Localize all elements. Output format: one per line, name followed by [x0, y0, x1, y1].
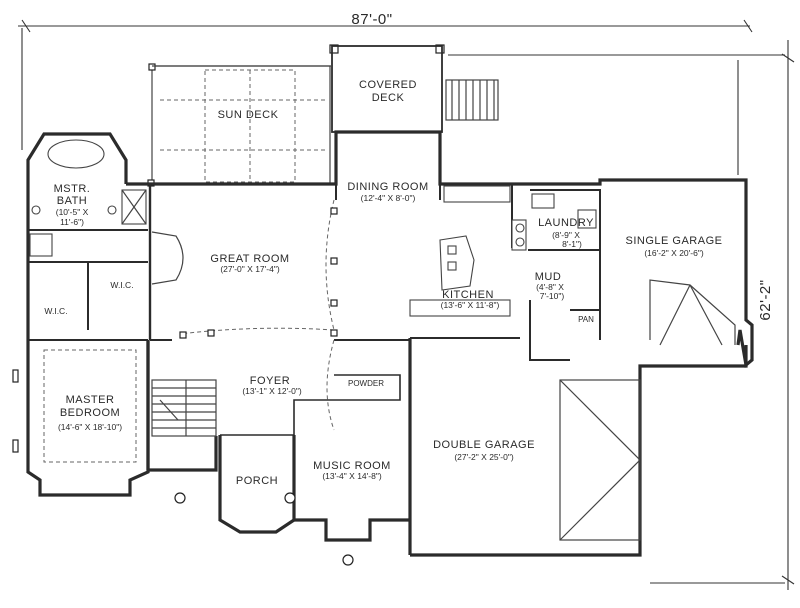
music-room-label: MUSIC ROOM: [313, 460, 391, 472]
depth-dimension-line: [448, 40, 795, 590]
master-bedroom-label-2: BEDROOM: [60, 407, 120, 419]
column-lines: [179, 199, 338, 431]
overall-depth-label: 62'-2": [757, 279, 774, 320]
pan-label: PAN: [578, 315, 594, 324]
dining-room-size: (12'-4" X 8'-0"): [361, 193, 416, 203]
great-room-size: (27'-0" X 17'-4"): [220, 264, 280, 274]
double-garage-label: DOUBLE GARAGE: [433, 439, 535, 451]
mstr-bath-size-2: 11'-6"): [60, 217, 84, 227]
wic-right-label: W.I.C.: [110, 280, 133, 290]
powder-label: POWDER: [348, 379, 384, 388]
fireplace: [151, 231, 184, 285]
master-bedroom-label-1: MASTER: [66, 394, 115, 406]
mud-label: MUD: [535, 271, 562, 283]
sun-deck-label: SUN DECK: [218, 109, 279, 121]
covered-deck-label-1: COVERED: [359, 79, 417, 91]
interior-walls: [28, 184, 601, 436]
master-bed-area: [43, 349, 137, 463]
mud-size-2: 7'-10"): [540, 291, 565, 301]
kitchen-label: KITCHEN: [442, 289, 494, 301]
mud-size-1: (4'-8" X: [536, 282, 564, 292]
foyer-label: FOYER: [250, 375, 290, 387]
mstr-bath-label-2: BATH: [57, 195, 88, 207]
exterior-walls: [26, 130, 754, 557]
mstr-bath-label-1: MSTR.: [54, 183, 91, 195]
wic-left-label: W.I.C.: [44, 306, 67, 316]
master-bath-fixtures: [29, 139, 147, 257]
porch-label: PORCH: [236, 475, 278, 487]
garage-door-outlines: [559, 279, 736, 541]
main-stairs: [151, 379, 217, 437]
single-garage-size: (16'-2" X 20'-6"): [644, 248, 704, 258]
width-dimension-line: [18, 19, 753, 150]
music-room-size: (13'-4" X 14'-8"): [322, 471, 382, 481]
double-garage-size: (27'-2" X 25'-0"): [454, 452, 514, 462]
kitchen-size: (13'-6" X 11'-8"): [441, 300, 500, 310]
deck-stairs: [445, 79, 499, 121]
covered-deck-label-2: DECK: [372, 92, 405, 104]
laundry-size-1: (8'-9" X: [552, 230, 580, 240]
single-garage-label: SINGLE GARAGE: [626, 235, 723, 247]
foyer-size: (13'-1" X 12'-0"): [242, 386, 302, 396]
great-room-label: GREAT ROOM: [210, 253, 289, 265]
kitchen-fixtures: [409, 185, 527, 317]
master-bedroom-size: (14'-6" X 18'-10"): [58, 422, 122, 432]
overall-width-label: 87'-0": [351, 11, 392, 28]
laundry-fixtures: [531, 193, 597, 229]
laundry-label: LAUNDRY: [538, 217, 594, 229]
laundry-size-2: 8'-1"): [562, 239, 582, 249]
exterior-lamps: [12, 369, 354, 566]
dining-room-label: DINING ROOM: [347, 181, 428, 193]
mstr-bath-size-1: (10'-5" X: [56, 207, 89, 217]
